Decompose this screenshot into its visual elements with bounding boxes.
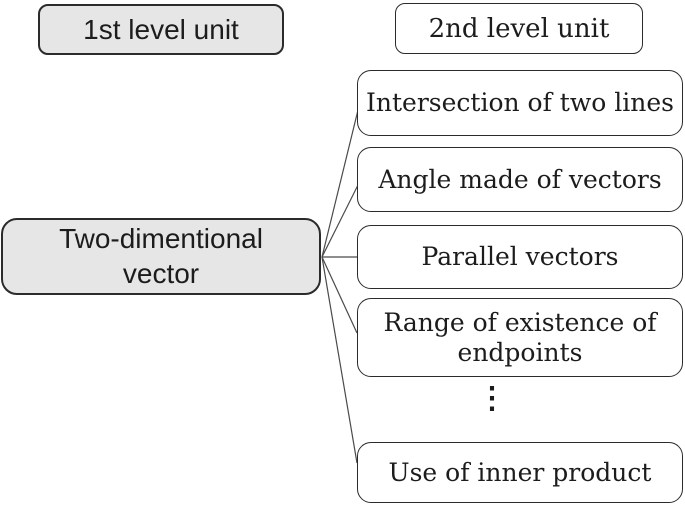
connector-line-angle bbox=[321, 184, 359, 258]
connector-line-intersection bbox=[321, 105, 360, 258]
connector-line-range bbox=[321, 256, 358, 334]
column-header-1st-level-unit: 1st level unit bbox=[38, 4, 284, 55]
child-node-label: Intersection of two lines bbox=[366, 88, 674, 118]
child-node-label: Use of inner product bbox=[388, 457, 652, 487]
column-header-2nd-level-label: 2nd level unit bbox=[428, 13, 610, 44]
child-node-label: Parallel vectors bbox=[421, 242, 619, 272]
child-node-intersection-of-two-lines: Intersection of two lines bbox=[357, 70, 683, 136]
child-node-label: Range of existence of endpoints bbox=[383, 308, 657, 367]
column-header-1st-level-label: 1st level unit bbox=[83, 13, 239, 45]
connector-line-inner-product bbox=[321, 256, 358, 464]
child-node-angle-made-of-vectors: Angle made of vectors bbox=[357, 147, 683, 212]
column-header-2nd-level-unit: 2nd level unit bbox=[395, 3, 643, 54]
child-node-range-of-existence-of-endpoints: Range of existence of endpoints bbox=[357, 298, 683, 377]
vertical-ellipsis: ⋮ bbox=[477, 381, 507, 416]
child-node-use-of-inner-product: Use of inner product bbox=[357, 442, 683, 503]
child-node-label: Angle made of vectors bbox=[378, 164, 662, 194]
child-node-parallel-vectors: Parallel vectors bbox=[357, 225, 683, 289]
root-node-two-dimentional-vector: Two-dimentional vector bbox=[1, 218, 321, 295]
root-node-label: Two-dimentional vector bbox=[59, 223, 263, 289]
